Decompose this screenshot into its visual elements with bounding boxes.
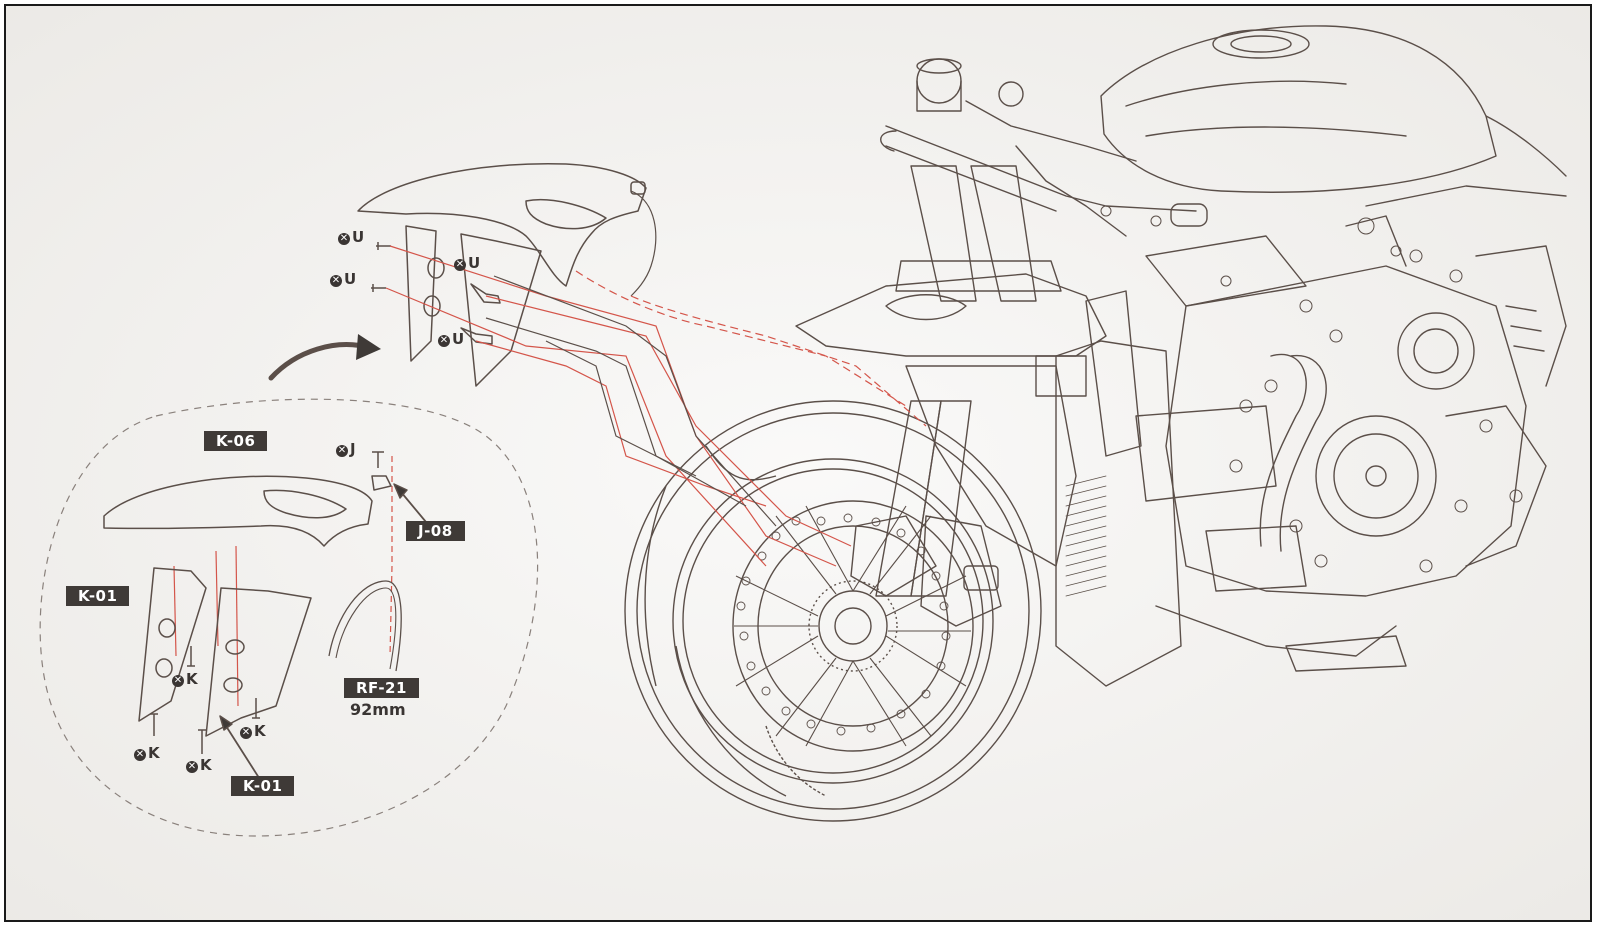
hose-length-label: 92mm [350,700,406,719]
screw-marker-icon: ✕ [338,233,350,245]
motorcycle-front-view [795,25,1567,687]
fender-subassembly-inset [39,398,539,837]
screw-label-u2: ✕U [330,270,357,288]
instruction-sheet: K-06 K-01 K-01 J-08 RF-21 92mm ✕U ✕U ✕U … [4,4,1592,922]
motorcycle-assembly-drawing [6,6,1590,920]
screw-label-k3: ✕K [186,756,212,774]
screw-marker-icon: ✕ [240,727,252,739]
part-label-rf21: RF-21 [344,678,419,698]
front-fender-exploded [268,162,657,387]
part-label-k01-bottom: K-01 [231,776,295,796]
screw-label-k4: ✕K [240,722,266,740]
part-label-k06: K-06 [204,431,268,451]
screw-marker-icon: ✕ [172,675,184,687]
part-label-k01-left: K-01 [66,586,130,606]
part-label-j08: J-08 [406,521,465,541]
screw-label-k2: ✕K [134,744,160,762]
screw-label-u3: ✕U [454,254,481,272]
screw-marker-icon: ✕ [134,749,146,761]
screw-marker-icon: ✕ [336,445,348,457]
screw-marker-icon: ✕ [330,275,342,287]
screw-marker-icon: ✕ [186,761,198,773]
screw-marker-icon: ✕ [438,335,450,347]
screw-label-u4: ✕U [438,330,465,348]
screw-marker-icon: ✕ [454,259,466,271]
screw-label-j: ✕J [336,440,356,458]
screw-label-k1: ✕K [172,670,198,688]
screw-label-u1: ✕U [338,228,365,246]
